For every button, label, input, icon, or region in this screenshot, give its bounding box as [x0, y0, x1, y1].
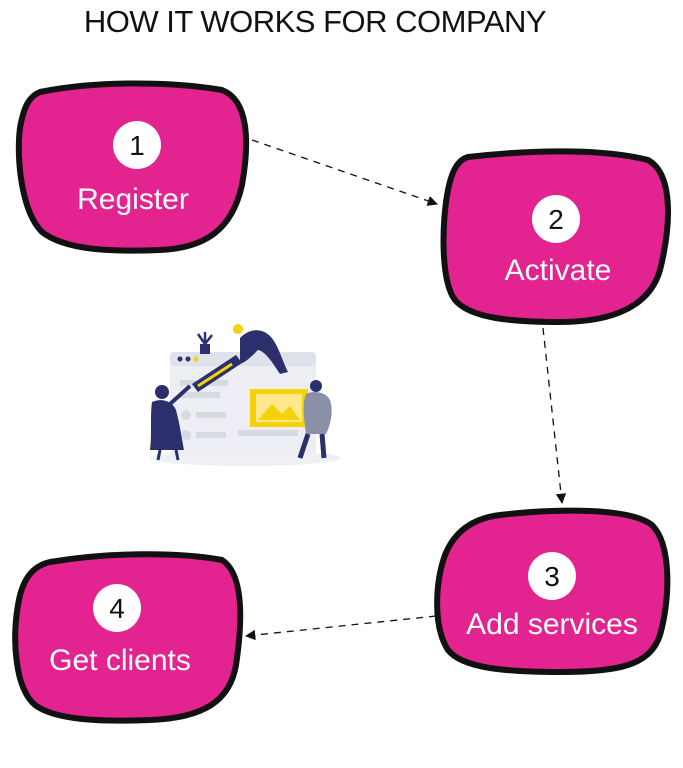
arrow-3-to-4 — [244, 615, 437, 641]
step-2: 2 Activate — [440, 148, 671, 326]
arrow-1-to-2 — [251, 139, 438, 206]
step-2-label: Activate — [505, 254, 612, 287]
step-1-label: Register — [77, 183, 189, 216]
step-3-label: Add services — [466, 608, 638, 641]
page-title: HOW IT WORKS FOR COMPANY — [83, 4, 547, 39]
step-2-badge — [532, 195, 580, 243]
step-4-label: Get clients — [49, 644, 191, 677]
team-building-website-icon — [150, 324, 340, 466]
step-4-badge — [93, 584, 141, 632]
step-4: 4 Get clients — [12, 551, 244, 724]
step-1-badge — [113, 121, 161, 169]
step-4-blob — [12, 551, 244, 724]
step-3: 3 Add services — [434, 507, 671, 676]
step-2-number: 2 — [548, 204, 564, 235]
step-3-number: 3 — [544, 561, 560, 592]
step-4-number: 4 — [109, 593, 125, 624]
step-1: 1 Register — [15, 80, 250, 254]
step-1-number: 1 — [129, 130, 145, 161]
step-3-badge — [528, 552, 576, 600]
arrow-2-to-3 — [542, 327, 567, 505]
